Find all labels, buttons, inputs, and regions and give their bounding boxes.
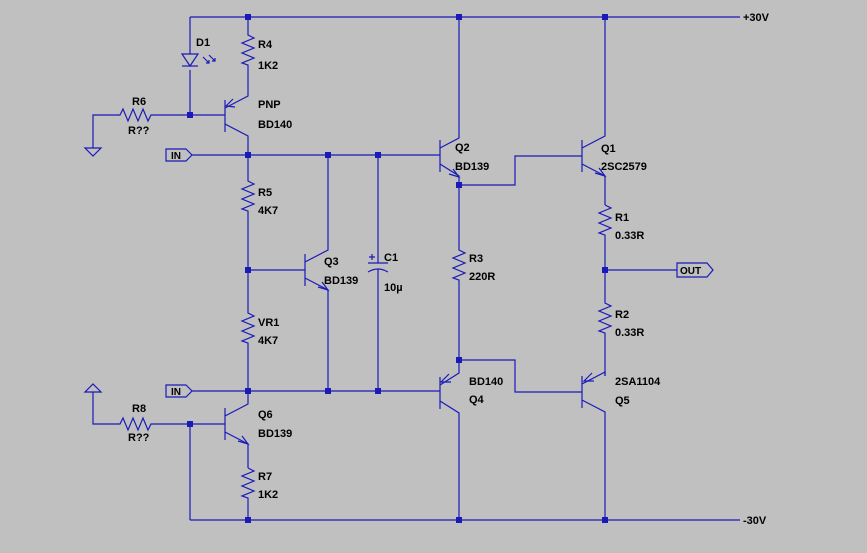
positive-rail: +30V xyxy=(190,12,770,24)
pnp-ref: PNP xyxy=(258,99,281,111)
q4-value: BD140 xyxy=(469,376,503,388)
supply-arrow-icon xyxy=(83,383,103,393)
r5-resistor: R5 4K7 xyxy=(240,156,278,270)
junction-dot xyxy=(375,388,381,394)
q5-arrow-icon xyxy=(582,372,594,382)
r4-resistor: R4 1K2 xyxy=(240,17,278,82)
r3-ref: R3 xyxy=(469,253,483,265)
r8-ref: R8 xyxy=(132,403,146,415)
in-port-lower: IN xyxy=(165,384,440,398)
negative-rail: -30V xyxy=(190,515,767,527)
q5-value: 2SA1104 xyxy=(615,376,661,388)
positive-rail-label: +30V xyxy=(743,12,770,24)
r4-value: 1K2 xyxy=(258,60,278,72)
q3-value: BD139 xyxy=(324,275,358,287)
q2-to-q1-wire xyxy=(459,155,582,186)
d1-ref: D1 xyxy=(196,37,210,49)
c1-capacitor: C1 10µ xyxy=(367,155,403,392)
q6-transistor: Q6 BD139 xyxy=(189,392,292,520)
junction-dot xyxy=(602,267,608,273)
c1-value: 10µ xyxy=(384,282,403,294)
r7-resistor: R7 1K2 xyxy=(240,467,278,520)
junction-dot xyxy=(456,517,462,523)
junction-dot xyxy=(602,14,608,20)
r8-value: R?? xyxy=(128,432,150,444)
q3-transistor: Q3 BD139 xyxy=(248,155,358,392)
q5-transistor: 2SA1104 Q5 xyxy=(581,371,661,520)
junction-dot xyxy=(245,14,251,20)
negative-rail-label: -30V xyxy=(743,515,767,527)
in-port-upper: IN xyxy=(165,148,440,162)
junction-dot xyxy=(187,421,193,427)
r2-value: 0.33R xyxy=(615,327,644,339)
pnp-value: BD140 xyxy=(258,119,292,131)
q2-value: BD139 xyxy=(455,161,489,173)
q1-value: 2SC2579 xyxy=(601,161,647,173)
r1-value: 0.33R xyxy=(615,230,644,242)
c1-ref: C1 xyxy=(384,252,398,264)
junction-dot xyxy=(456,182,462,188)
junction-dot xyxy=(187,112,193,118)
out-port: OUT xyxy=(605,262,714,278)
c1-polarity-icon xyxy=(369,254,375,260)
r2-ref: R2 xyxy=(615,309,629,321)
q1-ref: Q1 xyxy=(601,143,616,155)
junction-dot xyxy=(456,14,462,20)
vr1-resistor: VR1 4K7 xyxy=(240,270,279,392)
junction-dot xyxy=(245,152,251,158)
q5-ref: Q5 xyxy=(615,395,630,407)
q1-arrow-icon xyxy=(594,167,607,178)
pnp-arrow-icon xyxy=(224,98,236,108)
q6-value: BD139 xyxy=(258,428,292,440)
q2-ref: Q2 xyxy=(455,142,470,154)
r8-resistor: R8 R?? xyxy=(83,383,225,444)
r5-ref: R5 xyxy=(258,187,272,199)
q6-arrow-icon xyxy=(237,435,250,446)
junction-dot xyxy=(245,517,251,523)
q4-transistor: BD140 Q4 xyxy=(439,360,503,520)
r7-value: 1K2 xyxy=(258,489,278,501)
r1-ref: R1 xyxy=(615,212,629,224)
junction-dot xyxy=(325,152,331,158)
r6-value: R?? xyxy=(128,125,150,137)
q2-transistor: Q2 BD139 xyxy=(439,17,489,185)
q4-arrow-icon xyxy=(439,373,451,383)
d1-led: D1 xyxy=(180,17,216,115)
junction-dot xyxy=(245,388,251,394)
q4-ref: Q4 xyxy=(469,394,485,406)
q3-arrow-icon xyxy=(317,281,330,292)
junction-dots xyxy=(187,14,608,523)
r1-resistor: R1 0.33R xyxy=(597,204,644,270)
led-body-icon xyxy=(180,53,200,68)
in-port-lower-label: IN xyxy=(171,387,181,398)
r6-resistor: R6 R?? xyxy=(83,96,190,157)
junction-dot xyxy=(375,152,381,158)
r3-resistor: R3 220R xyxy=(451,185,495,360)
r5-value: 4K7 xyxy=(258,205,278,217)
pnp-transistor: PNP BD140 xyxy=(190,82,292,156)
r7-ref: R7 xyxy=(258,471,272,483)
q4-to-q5-wire xyxy=(459,359,582,393)
ground-icon xyxy=(83,147,103,157)
r2-resistor: R2 0.33R xyxy=(597,270,644,376)
r3-value: 220R xyxy=(469,271,495,283)
junction-dot xyxy=(456,357,462,363)
junction-dot xyxy=(245,267,251,273)
out-port-label: OUT xyxy=(680,266,701,277)
r4-ref: R4 xyxy=(258,39,273,51)
junction-dot xyxy=(602,517,608,523)
q2-arrow-icon xyxy=(448,168,461,179)
q3-ref: Q3 xyxy=(324,256,339,268)
junction-dot xyxy=(325,388,331,394)
in-port-upper-label: IN xyxy=(171,151,181,162)
vr1-ref: VR1 xyxy=(258,317,279,329)
q1-transistor: Q1 2SC2579 xyxy=(581,17,647,205)
led-light-arrow-icon xyxy=(202,56,210,64)
r6-ref: R6 xyxy=(132,96,146,108)
q6-ref: Q6 xyxy=(258,409,273,421)
vr1-value: 4K7 xyxy=(258,335,278,347)
